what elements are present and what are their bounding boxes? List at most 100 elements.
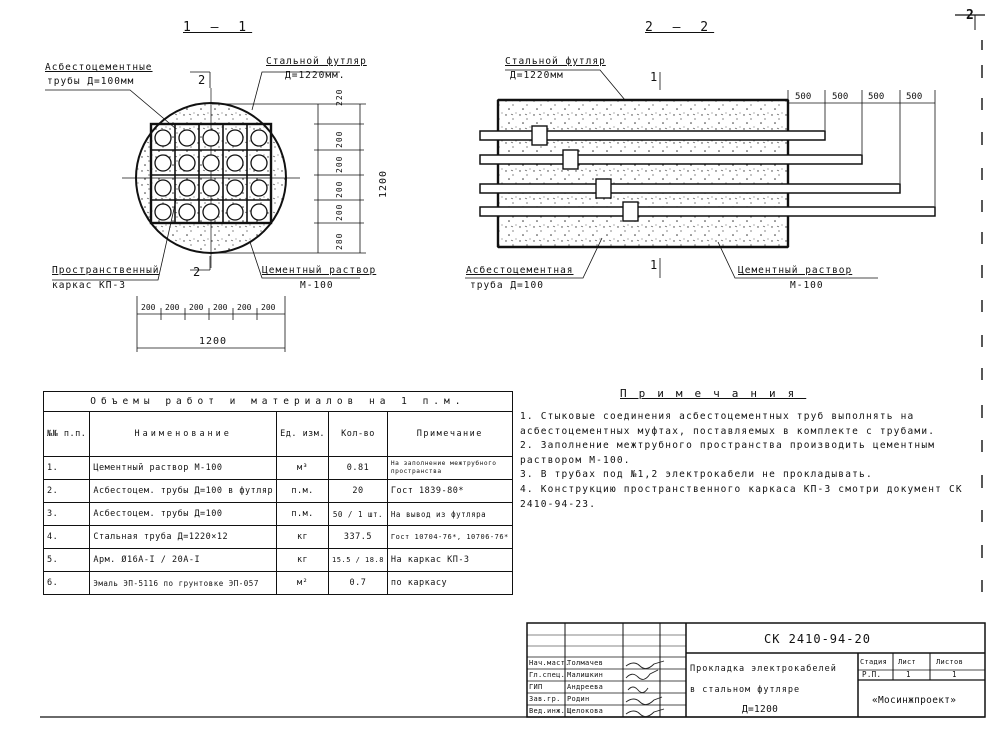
sheet-number: 2	[966, 8, 975, 23]
label-asbestos-pipes-2: трубы Д=100мм	[47, 76, 135, 87]
cell-name: Асбестоцем. трубы Д=100	[89, 502, 278, 526]
volumes-table: Объемы работ и материалов на 1 п.м. №№ п…	[42, 391, 513, 595]
cut-mark-1-top: 1	[650, 70, 659, 84]
note-item: 1. Стыковые соединения асбестоцементных …	[520, 411, 936, 437]
dim-2-3: 500	[868, 92, 885, 102]
staff-name: Щелокова	[567, 707, 604, 715]
dim-2-1: 500	[795, 92, 812, 102]
cell-name: Арм. Ø16A-I / 20A-I	[89, 548, 278, 572]
label-cement-mortar-1: Цементный раствор	[262, 265, 377, 276]
th-num: №№ п.п.	[42, 411, 91, 457]
dim-2-4: 500	[906, 92, 923, 102]
sheet-value: 1	[906, 670, 911, 679]
cell-name: Цементный раствор М-100	[89, 456, 278, 480]
cell-num: 6.	[42, 571, 91, 595]
cell-unit: кг	[276, 548, 330, 572]
dim-h-3: 200	[189, 303, 204, 312]
staff-role: Вед.инж.	[529, 707, 566, 715]
label-case-2-1: Стальной футляр	[505, 56, 606, 67]
cell-qty: 0.7	[328, 571, 388, 595]
cell-name: Эмаль ЭП-5116 по грунтовке ЭП-057	[89, 571, 278, 595]
cell-note: На вывод из футляра	[386, 502, 513, 526]
dim-h-1: 200	[141, 303, 156, 312]
cell-name: Асбестоцем. трубы Д=100 в футляр	[89, 479, 278, 503]
section-2-2-title: 2 — 2	[645, 20, 715, 35]
cell-unit: кг	[276, 525, 330, 549]
label-case-2-2: Д=1220мм	[510, 70, 564, 81]
cell-num: 3.	[42, 502, 91, 526]
label-spatial-frame-2: каркас КП-3	[52, 280, 126, 291]
cell-note: Гост 10704-76*, 10706-76*	[386, 525, 513, 549]
staff-name: Малишкин	[567, 671, 604, 679]
cell-num: 5.	[42, 548, 91, 572]
label-cement-mortar-2: М-100	[300, 280, 334, 291]
cell-unit: м³	[276, 456, 330, 480]
dim-v-4: 200	[335, 180, 344, 198]
cell-name: Стальная труба Д=1220×12	[89, 525, 278, 549]
cell-unit: п.м.	[276, 479, 330, 503]
table-row: 2. Асбестоцем. трубы Д=100 в футляр п.м.…	[42, 479, 513, 503]
cut-mark-1-bottom: 1	[650, 258, 659, 272]
label-pipe-2-1: Асбестоцементная	[466, 265, 574, 276]
doc-title-2: в стальном футляре	[690, 685, 801, 695]
doc-title-1: Прокладка электрокабелей	[690, 664, 837, 674]
dim-h-4: 200	[213, 303, 228, 312]
cell-num: 1.	[42, 456, 91, 480]
staff-name: Толмачев	[567, 659, 604, 667]
label-mortar-2-2: М-100	[790, 280, 824, 291]
pipe-grid	[154, 129, 268, 221]
dim-h-total: 1200	[199, 336, 228, 347]
section-1-1-drawing	[45, 71, 366, 352]
staff-name: Андреева	[567, 683, 604, 691]
label-steel-case-1: Стальной футляр	[266, 56, 367, 67]
staff-name: Родин	[567, 695, 590, 703]
cut-mark-2-bottom: 2	[193, 265, 202, 279]
cell-num: 2.	[42, 479, 91, 503]
cell-note: Гост 1839-80*	[386, 479, 513, 503]
cell-qty: 337.5	[328, 525, 388, 549]
notes-title: Примечания	[620, 387, 807, 400]
note-item: 2. Заполнение межтрубного пространства п…	[520, 440, 936, 466]
dim-v-3: 200	[335, 155, 344, 173]
stage-value: Р.П.	[862, 670, 882, 679]
cell-qty: 15.5 / 18.8	[328, 548, 388, 572]
label-asbestos-pipes-1: Асбестоцементные	[45, 62, 153, 73]
spatial-frame	[149, 122, 273, 225]
note-item: 3. В трубах под №1,2 электрокабели не пр…	[520, 469, 873, 481]
doc-code: СК 2410-94-20	[764, 632, 871, 646]
cell-unit: м²	[276, 571, 330, 595]
pipe-couplings	[531, 125, 639, 222]
cell-num: 4.	[42, 525, 91, 549]
cell-note: На заполнение межтрубного пространства	[386, 456, 513, 480]
table-row: 3. Асбестоцем. трубы Д=100 п.м. 50 / 1 ш…	[42, 502, 513, 526]
th-name: Наименование	[89, 411, 278, 457]
longitudinal-pipes	[479, 130, 936, 217]
label-steel-case-2: Д=1220мм.	[285, 70, 346, 81]
staff-role: Зав.гр.	[529, 695, 561, 703]
dim-v-total: 1200	[378, 169, 389, 198]
dim-v-2: 200	[335, 130, 344, 148]
staff-role: Нач.маст.	[529, 659, 570, 667]
table-row: 1. Цементный раствор М-100 м³ 0.81 На за…	[42, 456, 513, 480]
cell-qty: 20	[328, 479, 388, 503]
label-mortar-2-1: Цементный раствор	[738, 265, 853, 276]
label-spatial-frame-1: Пространственный	[52, 265, 160, 276]
case-longitudinal	[497, 99, 789, 248]
label-pipe-2-2: труба Д=100	[470, 280, 544, 291]
notes-list: 1. Стыковые соединения асбестоцементных …	[520, 410, 980, 512]
section-1-1-title: 1 — 1	[183, 20, 253, 35]
sheets-label: Листов	[936, 658, 964, 666]
dim-v-6: 280	[335, 232, 344, 250]
dim-h-6: 200	[261, 303, 276, 312]
dim-h-5: 200	[237, 303, 252, 312]
dim-v-1: 220	[335, 88, 344, 106]
table-caption: Объемы работ и материалов на 1 п.м.	[43, 391, 513, 412]
dim-2-2: 500	[832, 92, 849, 102]
title-block-grid	[526, 622, 986, 718]
cell-qty: 0.81	[328, 456, 388, 480]
cut-mark-2-top: 2	[198, 73, 207, 87]
table-row: 6. Эмаль ЭП-5116 по грунтовке ЭП-057 м² …	[42, 571, 513, 595]
section-2-2-drawing	[465, 69, 936, 279]
cell-qty: 50 / 1 шт.	[328, 502, 388, 526]
